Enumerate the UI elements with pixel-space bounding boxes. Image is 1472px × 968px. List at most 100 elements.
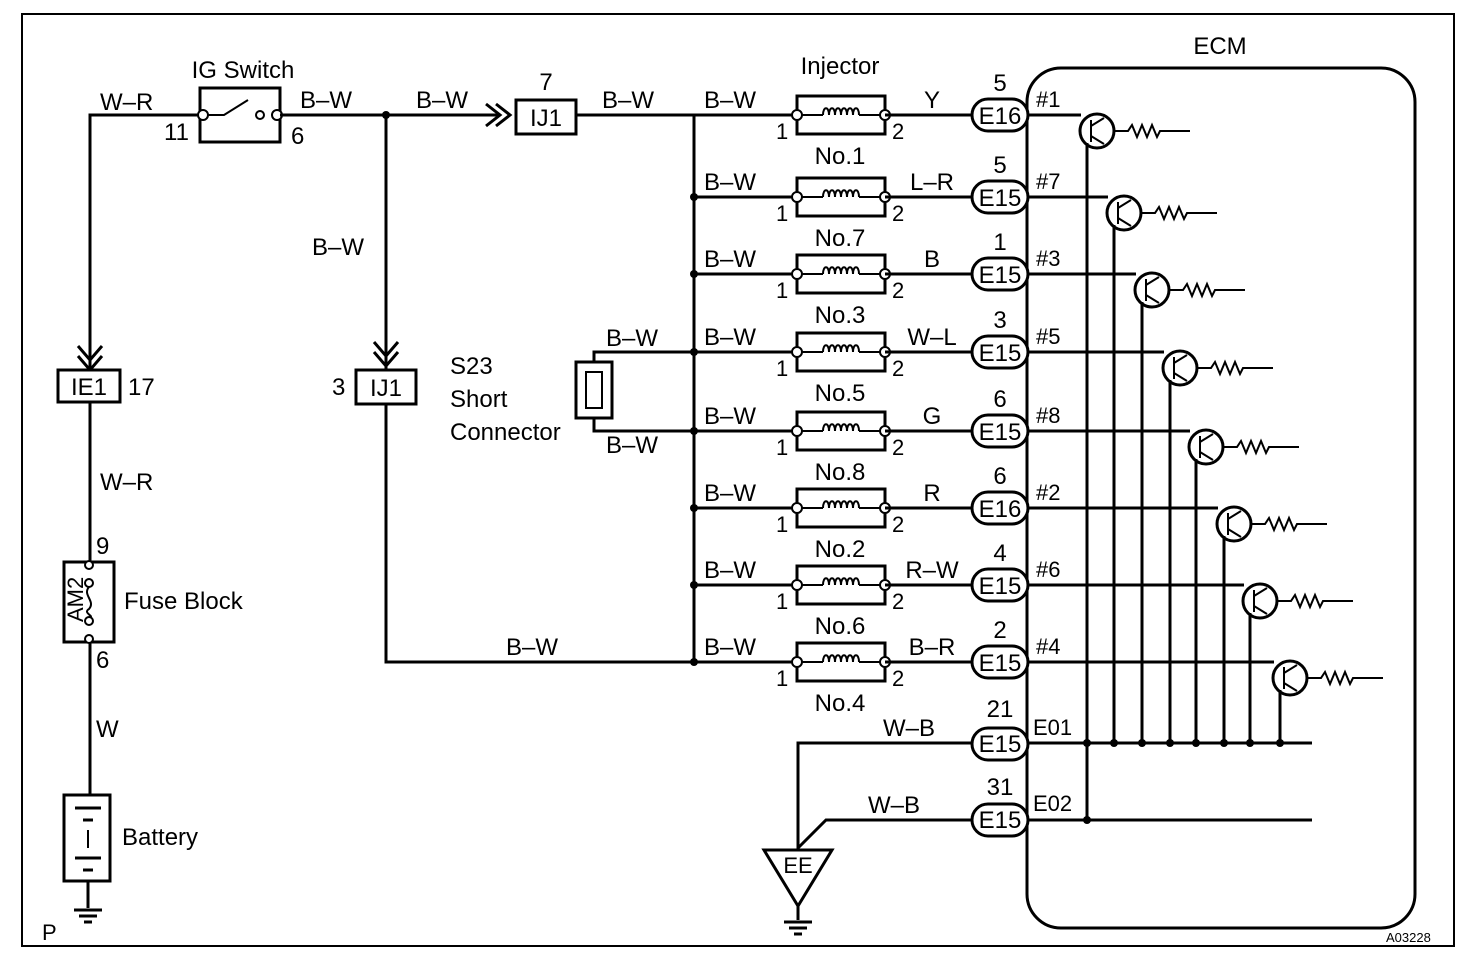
wire-label-bw-bottom: B–W <box>506 634 558 661</box>
fuse-pin-bottom: 6 <box>96 647 109 674</box>
injector-wire-in: B–W <box>704 480 756 507</box>
connector-ie1-pin: 17 <box>128 374 155 401</box>
injector-pin-1: 1 <box>776 666 788 691</box>
battery-label: Battery <box>122 824 198 851</box>
wire-label-bw-1: B–W <box>300 87 352 114</box>
connector-ij1-top-label: IJ1 <box>530 105 562 132</box>
ground-2-connector-label: E15 <box>979 807 1022 834</box>
ecm-connector-label: E15 <box>979 573 1022 600</box>
injector-pin-1: 1 <box>776 512 788 537</box>
injector-pin-2: 2 <box>892 589 904 614</box>
ecm-connector-label: E16 <box>979 496 1022 523</box>
injector-pin-1: 1 <box>776 435 788 460</box>
injector-wire-out: B–R <box>909 634 956 661</box>
injector-wire-out: Y <box>924 87 940 114</box>
ecm-input-pin: #3 <box>1036 246 1060 271</box>
driver-transistor-7 <box>1241 582 1279 620</box>
injector-pin-2: 2 <box>892 201 904 226</box>
injector-pin-1: 1 <box>776 201 788 226</box>
ecm-input-pin: #5 <box>1036 324 1060 349</box>
driver-transistor-1 <box>1078 112 1116 150</box>
injector-wire-out: R–W <box>905 557 959 584</box>
wire-label-bw-3: B–W <box>602 87 654 114</box>
ig-switch-pin-out: 6 <box>291 123 304 150</box>
ecm-input-pin: #7 <box>1036 169 1060 194</box>
driver-transistor-5 <box>1187 428 1225 466</box>
ecm-connector-pin: 3 <box>993 307 1006 334</box>
fuse-am2-label: AM2 <box>63 577 88 622</box>
bw-distribution: B–W B–W IJ1 7 B–W B–W IJ1 3 B–W B–W B–W … <box>280 69 696 664</box>
corner-p-label: P <box>42 920 57 945</box>
injector-name: No.4 <box>815 690 866 717</box>
ecm-input-pin: #6 <box>1036 557 1060 582</box>
short-bw-bottom: B–W <box>606 432 658 459</box>
injector-pin-1: 1 <box>776 589 788 614</box>
ground-1-connector-label: E15 <box>979 731 1022 758</box>
ground-1-wire: W–B <box>883 715 935 742</box>
ecm-connector-label: E15 <box>979 419 1022 446</box>
ig-switch-title: IG Switch <box>192 57 295 84</box>
ecm-pin-e02: E02 <box>1033 791 1072 816</box>
ecm-connector-pin: 1 <box>993 229 1006 256</box>
ecm-connector-label: E15 <box>979 262 1022 289</box>
injector-wire-in: B–W <box>704 324 756 351</box>
ground-ee-label: EE <box>783 853 812 878</box>
ecm-connector-pin: 2 <box>993 617 1006 644</box>
short-connector-s23 <box>574 360 614 420</box>
injector-wire-in: B–W <box>704 557 756 584</box>
connector-ij1-top <box>514 98 578 136</box>
ground-1-pin: 21 <box>987 696 1014 723</box>
figure-code: A03228 <box>1386 930 1431 945</box>
injector-wire-out: W–L <box>907 324 956 351</box>
injector-name: No.3 <box>815 302 866 329</box>
connector-ie1 <box>56 368 122 404</box>
ecm-box <box>1025 66 1417 930</box>
ecm-connector-label: E15 <box>979 650 1022 677</box>
connector-ij1-top-pin: 7 <box>539 69 552 96</box>
injector-wire-in: B–W <box>704 634 756 661</box>
ecm-title: ECM <box>1193 33 1246 60</box>
ecm-input-pin: #1 <box>1036 87 1060 112</box>
injector-wire-out: B <box>924 246 940 273</box>
connector-ie1-label: IE1 <box>71 374 107 401</box>
wire-label-wr-lower: W–R <box>100 469 153 496</box>
ecm-connector-pin: 5 <box>993 152 1006 179</box>
ground-2-wire: W–B <box>868 792 920 819</box>
injector-pin-1: 1 <box>776 119 788 144</box>
fuse-block-label: Fuse Block <box>124 588 244 615</box>
power-supply: W–R IG Switch 11 6 IE1 17 W–R AM2 9 6 Fu… <box>42 57 304 945</box>
ecm-connector-pin: 6 <box>993 463 1006 490</box>
wire-label-w: W <box>96 716 119 743</box>
connector-ij1-left-label: IJ1 <box>370 375 402 402</box>
driver-transistor-2 <box>1105 194 1143 232</box>
injector-pin-1: 1 <box>776 356 788 381</box>
injector-wire-in: B–W <box>704 169 756 196</box>
injector-pin-2: 2 <box>892 666 904 691</box>
driver-transistor-3 <box>1133 271 1171 309</box>
driver-transistor-6 <box>1215 505 1253 543</box>
injector-pin-2: 2 <box>892 356 904 381</box>
ecm-connector-pin: 4 <box>993 540 1006 567</box>
injector-name: No.6 <box>815 613 866 640</box>
injector-wire-in: B–W <box>704 87 756 114</box>
injector-name: No.5 <box>815 380 866 407</box>
fuse-pin-top: 9 <box>96 533 109 560</box>
ig-switch-pin-in: 11 <box>164 119 189 146</box>
ecm-connector-label: E15 <box>979 340 1022 367</box>
injector-wire-in: B–W <box>704 403 756 430</box>
driver-transistor-8 <box>1271 659 1309 697</box>
ecm-input-pin: #8 <box>1036 403 1060 428</box>
ecm-connector-pin: 5 <box>993 70 1006 97</box>
injector-pin-1: 1 <box>776 278 788 303</box>
injector-pin-2: 2 <box>892 119 904 144</box>
ecm-pin-e01: E01 <box>1033 715 1072 740</box>
injector-wire-in: B–W <box>704 246 756 273</box>
short-connector-line3: Connector <box>450 419 561 446</box>
